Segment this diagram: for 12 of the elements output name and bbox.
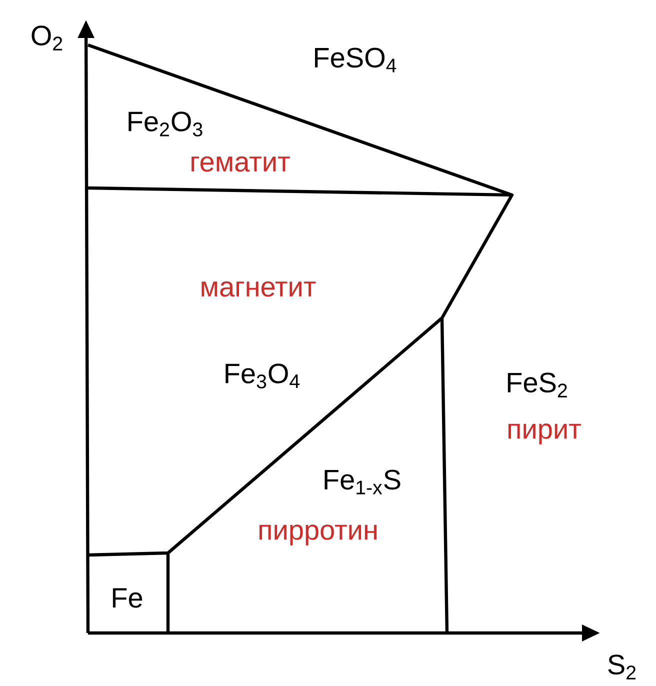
field-label: Fe$_{1-x}$S <box>324 470 400 494</box>
mineral-name: гематит <box>192 156 290 172</box>
field-label: FeS$_{2}$ <box>508 372 567 398</box>
field-label: Fe$_{3}$O$_{4}$ <box>226 364 300 388</box>
mineral-name: пирит <box>508 424 581 444</box>
axis-label: O$_{2}$ <box>32 26 62 50</box>
mineral-name: магнетит <box>202 281 316 297</box>
field-label: FeSO$_{4}$ <box>315 48 396 72</box>
axis-label: S$_{2}$ <box>608 654 636 680</box>
mineral-name: пирротин <box>260 524 377 546</box>
field-label: Fe$_{2}$O$_{3}$ <box>128 112 202 136</box>
field-label: Fe <box>112 588 142 608</box>
